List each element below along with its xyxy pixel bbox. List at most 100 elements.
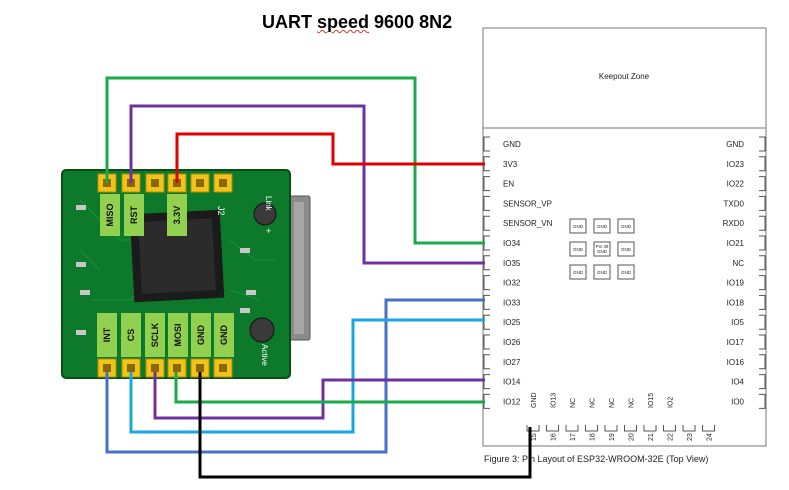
esp-left-pin-io14: IO14 [503, 378, 521, 387]
esp-left-pin-gnd: GND [503, 140, 521, 149]
esp-right-pad [759, 354, 766, 370]
smd-components [76, 205, 256, 335]
pin-label-tab [100, 194, 120, 236]
crystal-oscillator-bottom [249, 317, 275, 343]
silk-active: Active [260, 344, 269, 366]
chip-die [138, 218, 216, 294]
esp-bottom-pad [682, 425, 696, 432]
esp-bottom-number-17: 17 [570, 433, 577, 441]
esp-bottom-number-22: 22 [668, 433, 675, 441]
esp-left-pad [483, 374, 490, 390]
esp-left-pad [483, 136, 490, 152]
header-pin-hole [151, 179, 159, 187]
esp-left-pad [483, 334, 490, 350]
silk-link: Link [264, 196, 273, 212]
header-pin-hole [173, 364, 181, 372]
esp-bottom-pad [565, 425, 579, 432]
wire-sclk-io14 [153, 372, 485, 420]
esp-bottom-number-16: 16 [551, 433, 558, 441]
wire-3v3-3v3 [175, 132, 485, 183]
esp-right-pad [759, 215, 766, 231]
wire-cs-io25 [129, 318, 485, 434]
esp-left-pin-sensor-vn: SENSOR_VN [503, 219, 553, 228]
pin-label-gnd: GND [219, 325, 229, 346]
esp-left-pad [483, 176, 490, 192]
esp-right-pad [759, 275, 766, 291]
header-pin-hole [196, 364, 204, 372]
pin-label-tab [97, 313, 117, 357]
pin-label-rst: RST [129, 205, 139, 224]
pin-label-gnd: GND [196, 325, 206, 346]
esp-left-pad [483, 275, 490, 291]
esp-left-pin-io27: IO27 [503, 358, 521, 367]
esp-left-pin-io12: IO12 [503, 397, 521, 406]
esp-right-pin-txd0: TXD0 [724, 199, 745, 208]
center-pad-label: GND [597, 224, 608, 229]
header-pin-hole [219, 364, 227, 372]
esp-bottom-number-24: 24 [707, 433, 714, 441]
esp-right-pin-io16: IO16 [727, 358, 745, 367]
pin-label-sclk: SCLK [150, 322, 160, 347]
esp-right-pad [759, 235, 766, 251]
center-pad [569, 218, 587, 234]
esp-bottom-pad [702, 425, 715, 432]
esp-bottom-number-23: 23 [687, 433, 694, 441]
esp-left-pad [483, 195, 490, 211]
esp-right-pins: GNDIO23IO22TXD0RXD0IO21NCIO19IO18IO5IO17… [723, 136, 766, 409]
esp-right-pad [759, 294, 766, 310]
esp-bottom-number-20: 20 [629, 433, 636, 441]
esp-right-pin-io19: IO19 [727, 279, 745, 288]
esp-left-pin-io34: IO34 [503, 239, 521, 248]
header-pin-hole [103, 364, 111, 372]
center-pad-label: GND [573, 224, 584, 229]
center-pad [593, 241, 611, 257]
esp-bottom-pin-nc: NC [570, 398, 577, 408]
esp-right-pad [759, 136, 766, 152]
esp-bottom-pin-nc: NC [609, 398, 616, 408]
esp-bottom-number-19: 19 [609, 433, 616, 441]
esp-bottom-pin-nc: NC [629, 398, 636, 408]
header-pin-hole [196, 179, 204, 187]
diagram-title: UART speed 9600 8N2 [262, 12, 453, 32]
esp-bottom-pin-nc: NC [590, 398, 597, 408]
esp-bottom-pin-gnd: GND [531, 392, 538, 408]
esp-left-pin-io32: IO32 [503, 279, 521, 288]
esp-left-pin-sensor-vp: SENSOR_VP [503, 199, 552, 208]
esp-right-pin-rxd0: RXD0 [723, 219, 745, 228]
esp-right-pin-io22: IO22 [727, 180, 745, 189]
esp-bottom-number-15: 15 [531, 433, 538, 441]
esp-right-pin-gnd: GND [726, 140, 744, 149]
center-pad [617, 264, 635, 280]
figure-caption: Figure 3: Pin Layout of ESP32-WROOM-32E … [484, 454, 708, 464]
wire-rst-io35 [129, 104, 485, 265]
esp-left-pin-io26: IO26 [503, 338, 521, 347]
center-pad [569, 241, 587, 257]
pin-label-tab [214, 313, 234, 357]
center-pad-label: GND [597, 249, 608, 254]
pin-label-cs: CS [126, 329, 136, 342]
esp-right-pad [759, 374, 766, 390]
esp-bottom-pad [663, 425, 676, 432]
esp-left-pin-en: EN [503, 180, 514, 189]
center-pad [593, 264, 611, 280]
rj45-connector-face [294, 202, 304, 334]
esp-right-pin-io5: IO5 [731, 318, 744, 327]
wire-mosi-io12 [174, 372, 485, 404]
center-pad-label: GND [573, 270, 584, 275]
wires [105, 76, 532, 479]
esp-right-pin-io4: IO4 [731, 378, 744, 387]
pin-label-tab [124, 194, 144, 236]
esp-bottom-pin-io13: IO13 [551, 393, 558, 408]
center-pad [569, 264, 587, 280]
pin-label-3-3v: 3.3V [172, 206, 182, 225]
esp-bottom-pad [624, 425, 637, 432]
esp-right-pin-io23: IO23 [727, 160, 745, 169]
esp-right-pad [759, 156, 766, 172]
wire-gnd-gnd [198, 372, 532, 479]
pin-label-tab [121, 313, 141, 357]
esp-right-pad [759, 314, 766, 330]
